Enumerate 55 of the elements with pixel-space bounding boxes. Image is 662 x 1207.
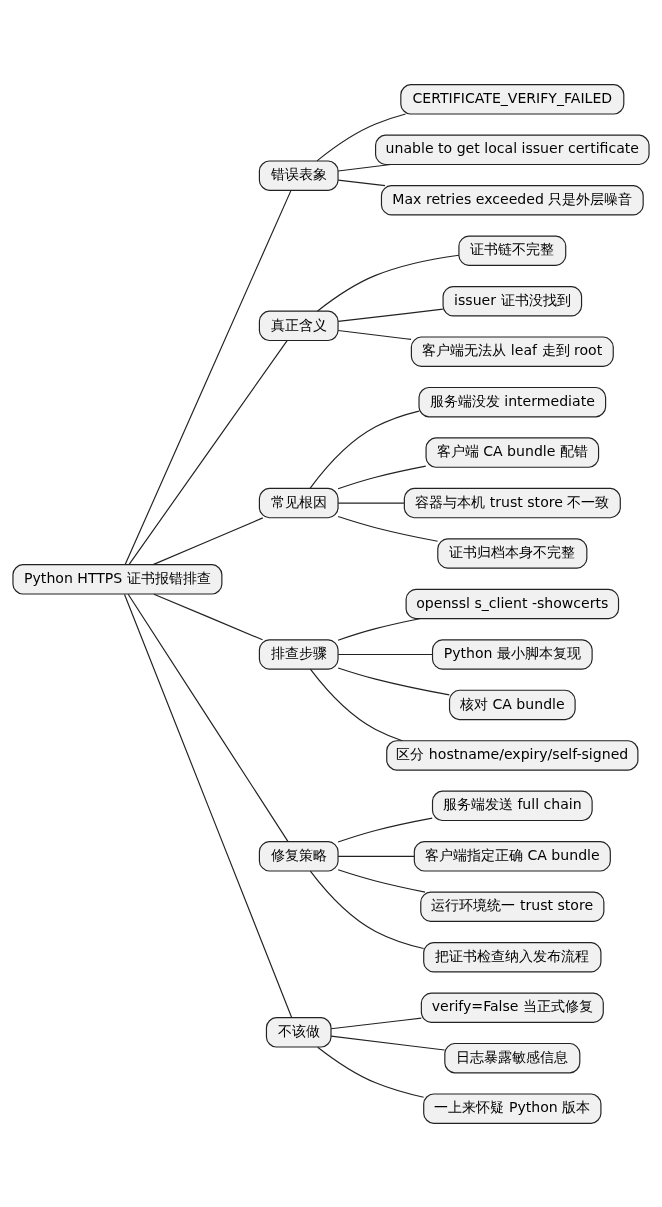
connector bbox=[337, 817, 433, 843]
connector bbox=[309, 668, 403, 741]
node-box: 核对 CA bundle bbox=[448, 689, 576, 720]
connector bbox=[128, 339, 288, 565]
connector bbox=[127, 593, 289, 842]
node-box: Max retries exceeded 只是外层噪音 bbox=[380, 184, 644, 216]
connector bbox=[337, 855, 415, 857]
connector bbox=[337, 163, 392, 172]
connector bbox=[317, 1046, 425, 1098]
node-box: Python HTTPS 证书报错排查 bbox=[12, 563, 223, 595]
node-box: 服务端没发 intermediate bbox=[418, 386, 607, 417]
connector bbox=[337, 653, 434, 655]
connector bbox=[337, 502, 405, 504]
connector bbox=[337, 666, 450, 695]
connector bbox=[330, 1035, 446, 1051]
node-box: 容器与本机 trust store 不一致 bbox=[403, 487, 621, 518]
connector bbox=[337, 465, 427, 489]
connector bbox=[337, 179, 386, 186]
node-box: 真正含义 bbox=[258, 310, 339, 341]
connector bbox=[337, 617, 421, 641]
node-box: 排查步骤 bbox=[258, 638, 339, 670]
node-box: openssl s_client -showcerts bbox=[405, 588, 620, 619]
node-box: 证书链不完整 bbox=[458, 235, 567, 266]
node-box: 错误表象 bbox=[258, 159, 339, 191]
node-box: verify=False 当正式修复 bbox=[420, 991, 604, 1023]
connector bbox=[330, 1017, 422, 1029]
node-box: unable to get local issuer certificate bbox=[375, 134, 650, 165]
connector bbox=[316, 254, 460, 312]
connector bbox=[337, 515, 439, 542]
connector bbox=[124, 189, 292, 565]
node-box: 客户端 CA bundle 配错 bbox=[425, 436, 600, 468]
node-box: 把证书检查纳入发布流程 bbox=[423, 941, 602, 972]
node-box: 客户端无法从 leaf 走到 root bbox=[410, 335, 614, 367]
connector bbox=[337, 329, 412, 340]
node-box: 服务端发送 full chain bbox=[431, 790, 593, 821]
connector bbox=[153, 593, 264, 640]
node-box: 日志暴露敏感信息 bbox=[444, 1042, 581, 1073]
node-box: issuer 证书没找到 bbox=[442, 285, 583, 316]
connector bbox=[337, 308, 444, 322]
node-box: CERTIFICATE_VERIFY_FAILED bbox=[400, 83, 625, 115]
node-box: 常见根因 bbox=[258, 487, 339, 518]
connector bbox=[309, 870, 425, 949]
node-box: 运行环境统一 trust store bbox=[420, 891, 605, 922]
node-box: 证书归档本身不完整 bbox=[437, 537, 588, 569]
node-box: 一上来怀疑 Python 版本 bbox=[423, 1092, 602, 1124]
node-box: 不该做 bbox=[265, 1016, 332, 1048]
node-box: 客户端指定正确 CA bundle bbox=[413, 840, 611, 872]
node-box: Python 最小脚本复现 bbox=[431, 638, 593, 670]
connector bbox=[337, 868, 426, 893]
connector bbox=[316, 112, 407, 161]
connector bbox=[123, 593, 293, 1018]
connector bbox=[152, 516, 264, 565]
connector bbox=[309, 410, 420, 489]
node-box: 区分 hostname/expiry/self-signed bbox=[386, 739, 639, 771]
node-box: 修复策略 bbox=[258, 840, 339, 872]
